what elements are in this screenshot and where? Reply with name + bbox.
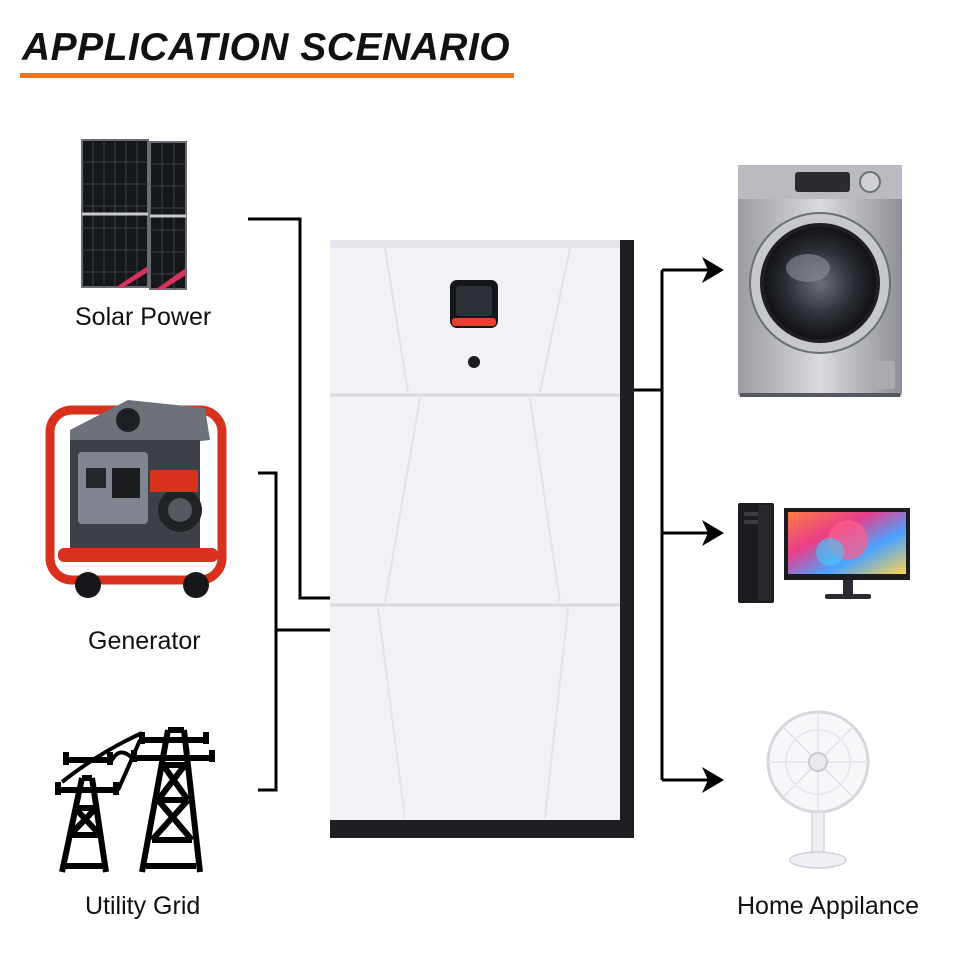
washing-machine-icon bbox=[738, 165, 902, 397]
output-arrowheads bbox=[702, 257, 724, 793]
battery-storage-cabinet-icon bbox=[330, 240, 634, 838]
source-label-generator: Generator bbox=[88, 627, 201, 656]
power-tower-icon bbox=[56, 730, 214, 872]
solar-connector-line bbox=[248, 219, 330, 598]
source-label-solar-power: Solar Power bbox=[75, 303, 211, 332]
generator-grid-bracket-line bbox=[258, 473, 276, 790]
desk-fan-icon bbox=[768, 712, 868, 868]
input-connector-lines bbox=[248, 219, 330, 790]
generator-icon bbox=[50, 400, 222, 598]
source-label-utility-grid: Utility Grid bbox=[85, 892, 200, 921]
output-connector-lines bbox=[634, 270, 710, 780]
desktop-computer-icon bbox=[738, 503, 910, 603]
solar-panels-icon bbox=[82, 140, 186, 289]
output-label-home-appliance: Home Appilance bbox=[737, 892, 919, 921]
